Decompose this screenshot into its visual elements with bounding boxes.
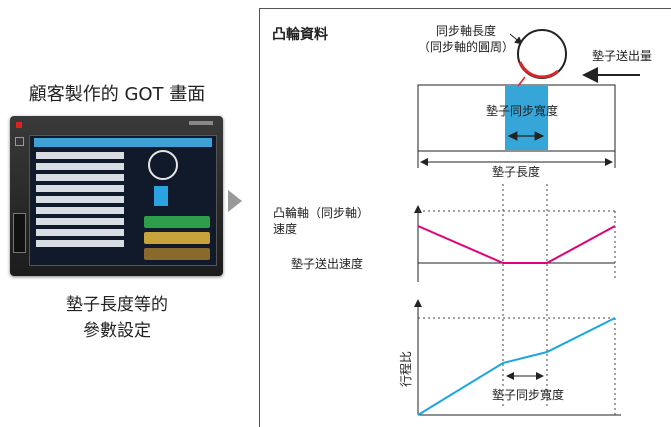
sync-axis-red-arc [518, 61, 559, 79]
label-pad-length: 墊子長度 [492, 164, 540, 179]
label-bottom-pad-sync-width: 墊子同步寬度 [492, 387, 564, 402]
got-pad-icon [154, 186, 168, 206]
got-caption: 墊子長度等的 參數設定 [8, 292, 226, 344]
label-cam-axis-speed-1: 凸輪軸（同步軸） [273, 205, 369, 220]
got-green-button [144, 216, 210, 228]
label-pad-feed-speed: 墊子送出速度 [291, 256, 363, 271]
pad-sync-band [505, 86, 548, 150]
got-table-row [36, 229, 124, 236]
cam-speed-curve [417, 225, 616, 264]
label-pad-feed-amount: 墊子送出量 [592, 48, 652, 63]
got-table-row [36, 185, 124, 192]
got-device-image [10, 116, 223, 276]
got-table-row [36, 163, 124, 170]
brand-logo [16, 122, 42, 128]
label-stroke-ratio: 行程比 [398, 351, 413, 387]
caption-line-2: 參數設定 [83, 321, 151, 341]
got-brown-button [144, 248, 210, 260]
cam-data-panel [259, 8, 671, 427]
panel-title: 凸輪資料 [272, 27, 328, 43]
red-pointer-line [517, 76, 526, 87]
label-cam-axis-speed-2: 速度 [273, 221, 297, 236]
got-table-row [36, 196, 124, 203]
side-port-icon [13, 213, 26, 253]
got-table-row [36, 207, 124, 214]
got-table-row [36, 174, 124, 181]
got-screen-header [34, 138, 212, 147]
label-pad-sync-width: 墊子同步寬度 [486, 103, 558, 118]
got-screen [29, 135, 217, 266]
got-cam-circle-icon [148, 150, 178, 180]
got-table-row [36, 218, 124, 225]
got-yellow-button [144, 232, 210, 244]
got-screen-title: 顧客製作的 GOT 畫面 [28, 84, 206, 105]
label-sync-axis-length: 同步軸長度 [436, 23, 496, 38]
model-label [189, 121, 213, 125]
stroke-ratio-curve [417, 317, 616, 416]
corner-button-icon [15, 137, 24, 146]
next-arrow-icon [228, 190, 242, 212]
label-sync-axis-circumference: （同步軸的圓周） [418, 39, 514, 54]
got-table-row [36, 152, 124, 159]
caption-line-1: 墊子長度等的 [66, 295, 168, 315]
got-table-row [36, 240, 124, 247]
